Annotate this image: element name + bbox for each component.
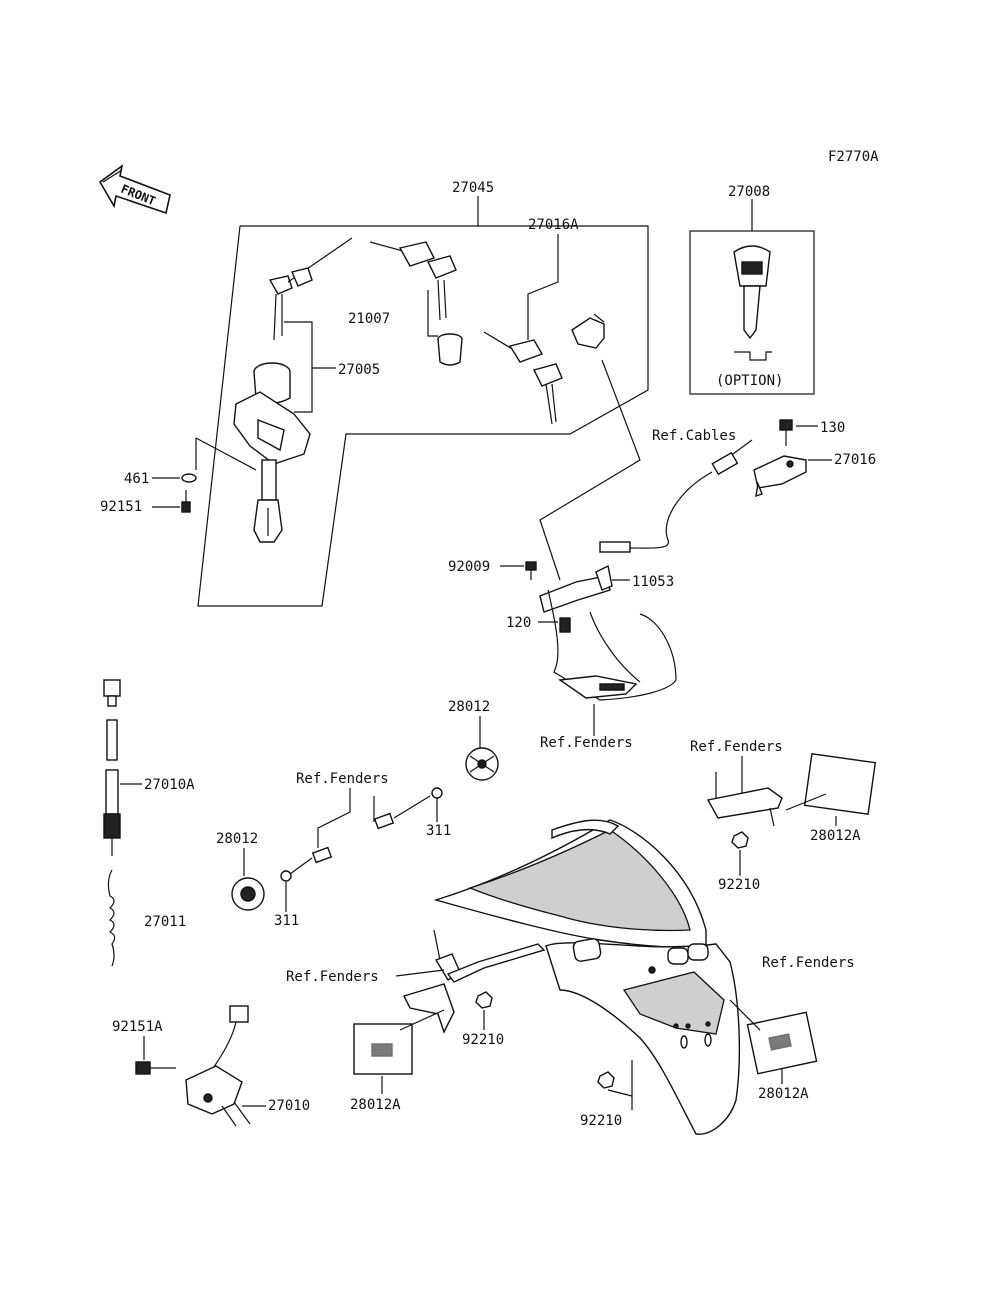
key-pair-right-icon bbox=[483, 331, 563, 425]
label-461: 461 bbox=[124, 471, 149, 487]
label-ref-fenders-5: Ref.Fenders bbox=[286, 969, 379, 985]
bolt-130-icon bbox=[779, 419, 793, 446]
label-27016: 27016 bbox=[834, 452, 876, 468]
bolt-120-icon bbox=[559, 617, 571, 633]
label-ref-cables: Ref.Cables bbox=[652, 428, 736, 444]
label-21007: 21007 bbox=[348, 311, 390, 327]
label-92210-mid: 92210 bbox=[462, 1032, 504, 1048]
switch-27010-icon bbox=[185, 1005, 251, 1127]
screw-92009-icon bbox=[525, 561, 537, 580]
bracket-right-icon bbox=[706, 772, 783, 827]
key-pair-left-icon bbox=[268, 237, 353, 341]
washer-461-icon bbox=[181, 473, 197, 483]
seat-lock-icon bbox=[571, 313, 605, 349]
label-28012A-left: 28012A bbox=[350, 1097, 401, 1113]
label-28012A-right: 28012A bbox=[810, 828, 861, 844]
bolt-92151A-icon bbox=[135, 1061, 176, 1075]
label-92210-bottom: 92210 bbox=[580, 1113, 622, 1129]
nut-311-left-icon bbox=[280, 870, 292, 882]
label-27045: 27045 bbox=[452, 180, 494, 196]
set-27045-outline bbox=[197, 196, 649, 607]
rear-fender-upper-icon bbox=[547, 589, 677, 701]
label-27008: 27008 bbox=[728, 184, 770, 200]
label-27010A: 27010A bbox=[144, 777, 195, 793]
label-92151A: 92151A bbox=[112, 1019, 163, 1035]
label-27011: 27011 bbox=[144, 914, 186, 930]
nut-92210-mid-icon bbox=[475, 991, 493, 1009]
label-ref-fenders-4: Ref.Fenders bbox=[762, 955, 855, 971]
cable-icon bbox=[599, 439, 753, 553]
spacer-right-icon bbox=[373, 812, 395, 830]
reflector-28012A-right-icon bbox=[803, 753, 877, 815]
seat-lock-27016-icon bbox=[753, 455, 807, 498]
spacer-left-icon bbox=[311, 846, 333, 864]
reflector-28012A-bottom-icon bbox=[746, 1011, 818, 1075]
label-ref-fenders-3: Ref.Fenders bbox=[690, 739, 783, 755]
label-11053: 11053 bbox=[632, 574, 674, 590]
screw-92151-icon bbox=[181, 490, 191, 513]
label-27005: 27005 bbox=[338, 362, 380, 378]
front-arrow-icon: FRONT bbox=[98, 164, 171, 215]
label-92151: 92151 bbox=[100, 499, 142, 515]
label-27010: 27010 bbox=[268, 1098, 310, 1114]
label-92210-right: 92210 bbox=[718, 877, 760, 893]
diagram-code: F2770A bbox=[828, 149, 879, 165]
ignition-switch-icon bbox=[233, 362, 311, 543]
label-92009: 92009 bbox=[448, 559, 490, 575]
nut-311-right-icon bbox=[431, 787, 443, 799]
bracket-11053-icon bbox=[539, 564, 613, 613]
reflector-28012-left-icon bbox=[231, 877, 265, 911]
nut-92210-bottom-icon bbox=[597, 1071, 615, 1089]
rear-fender-icon bbox=[433, 819, 741, 1135]
key-pair-middle-icon bbox=[369, 241, 457, 321]
label-130: 130 bbox=[820, 420, 845, 436]
option-key-icon bbox=[733, 245, 772, 361]
connector-27010A-icon bbox=[103, 679, 121, 856]
label-28012-left: 28012 bbox=[216, 831, 258, 847]
nut-92210-right-icon bbox=[731, 831, 749, 849]
label-120: 120 bbox=[506, 615, 531, 631]
spring-27011-icon bbox=[107, 869, 116, 967]
label-28012-top: 28012 bbox=[448, 699, 490, 715]
cylinder-21007-icon bbox=[437, 333, 463, 366]
reflector-28012A-left-icon bbox=[353, 1023, 413, 1075]
label-27016A: 27016A bbox=[528, 217, 579, 233]
option-box bbox=[689, 199, 815, 395]
label-311-left: 311 bbox=[274, 913, 299, 929]
reflector-28012-top-icon bbox=[465, 747, 499, 781]
label-ref-fenders-1: Ref.Fenders bbox=[540, 735, 633, 751]
bracket-left-icon bbox=[403, 929, 546, 1034]
label-311-right: 311 bbox=[426, 823, 451, 839]
label-ref-fenders-2: Ref.Fenders bbox=[296, 771, 389, 787]
option-label: (OPTION) bbox=[716, 373, 783, 389]
label-28012A-bottom: 28012A bbox=[758, 1086, 809, 1102]
